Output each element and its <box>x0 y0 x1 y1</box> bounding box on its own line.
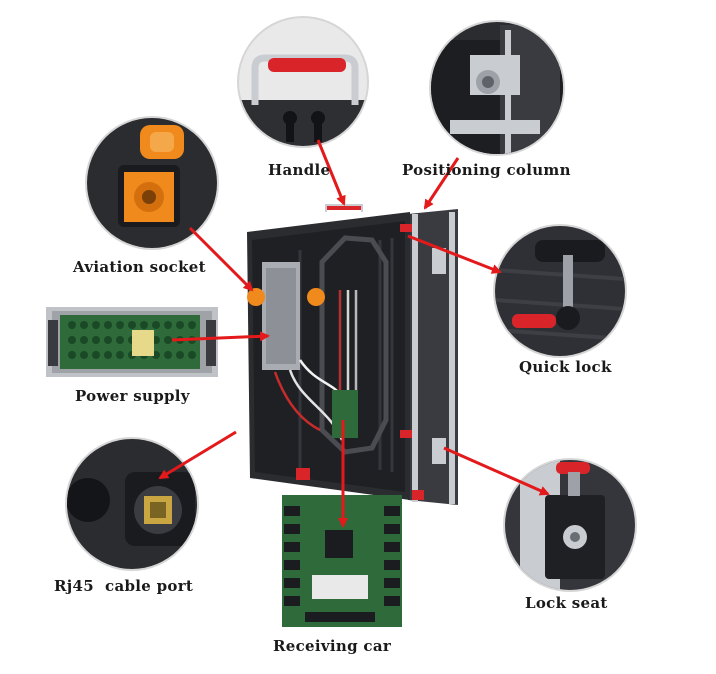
label-positioning-column: Positioning column <box>402 161 571 179</box>
arrow-quick-lock <box>407 234 502 274</box>
quick-lock-photo-icon <box>493 224 627 358</box>
led-cabinet-photo-icon <box>247 204 458 505</box>
power-supply-photo-icon <box>46 307 218 377</box>
arrow-rj45-port <box>158 430 237 480</box>
callout-arrows <box>158 139 550 528</box>
aviation-socket-photo-icon <box>85 116 219 250</box>
arrow-lock-seat <box>443 446 550 496</box>
arrow-aviation-socket <box>188 226 254 292</box>
lock-seat-photo-icon <box>503 458 637 592</box>
label-receiving-card: Receiving car <box>273 637 392 655</box>
label-quick-lock: Quick lock <box>519 358 612 376</box>
receiving-card-photo-icon <box>282 495 402 627</box>
label-aviation-socket: Aviation socket <box>73 258 206 276</box>
positioning-column-photo-icon <box>429 20 565 156</box>
label-power-supply: Power supply <box>75 387 190 405</box>
label-handle: Handle <box>268 161 331 179</box>
arrow-positioning-column <box>423 157 460 210</box>
label-rj45-port: Rj45 cable port <box>54 577 194 595</box>
label-lock-seat: Lock seat <box>525 594 608 612</box>
handle-photo-icon <box>237 16 369 148</box>
arrow-handle <box>316 139 346 206</box>
rj45-port-photo-icon <box>65 437 199 571</box>
arrow-power-supply <box>171 331 270 342</box>
